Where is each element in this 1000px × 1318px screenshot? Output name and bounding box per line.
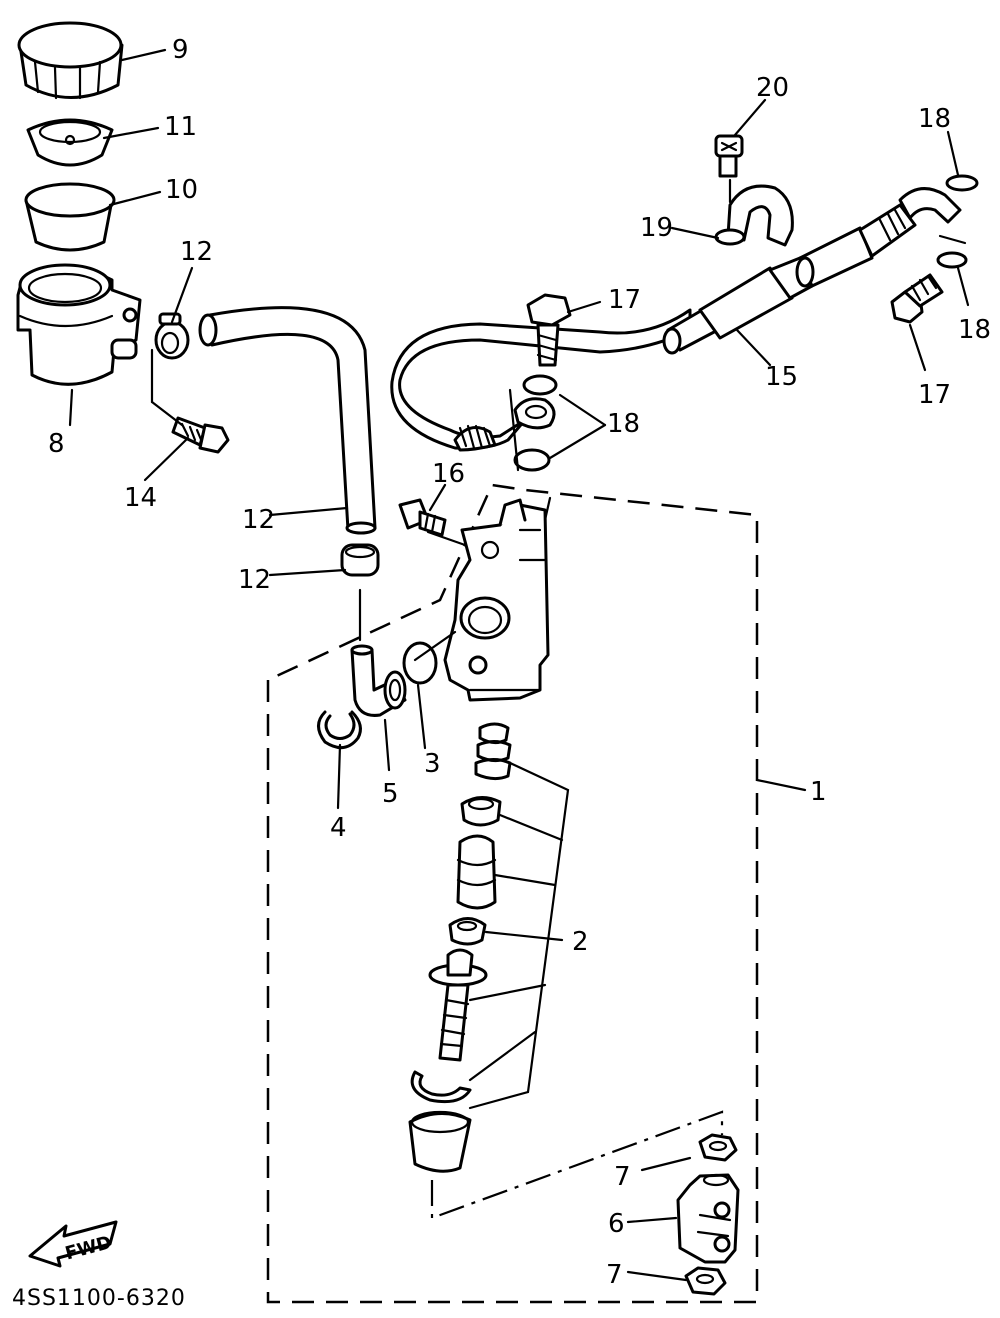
part-18-washer-a xyxy=(522,374,558,396)
callout-4: 4 xyxy=(330,813,347,843)
part-12-hose-clamp-lower xyxy=(340,543,380,577)
callout-3: 3 xyxy=(424,749,441,779)
part-17-union-bolt-left xyxy=(526,293,572,367)
diagram-code: 4SS1100-6320 xyxy=(12,1286,186,1311)
part-2-piston-kit xyxy=(408,722,512,1173)
part-17-union-bolt-right xyxy=(890,273,944,324)
part-19-hose-guide xyxy=(714,184,794,247)
part-20-screw xyxy=(714,134,744,178)
callout-7-lower: 7 xyxy=(606,1260,623,1290)
callout-5: 5 xyxy=(382,779,399,809)
part-12-hose-clamp-upper xyxy=(154,312,190,360)
part-18-washer-b xyxy=(513,448,551,472)
callout-18-right: 18 xyxy=(958,315,991,345)
forward-arrow: FWD xyxy=(28,1220,118,1268)
leader-lines xyxy=(68,48,970,1282)
callout-10: 10 xyxy=(165,175,198,205)
callout-7-upper: 7 xyxy=(614,1162,631,1192)
part-18-washer-d xyxy=(936,251,968,269)
assembly-1-boundary xyxy=(266,483,759,1304)
callout-18-top-right: 18 xyxy=(918,104,951,134)
part-10-diaphragm-holder xyxy=(24,182,116,252)
part-11-diaphragm xyxy=(26,118,114,167)
part-9-reservoir-cap xyxy=(17,21,124,100)
callout-17-right: 17 xyxy=(918,380,951,410)
callout-12-lower: 12 xyxy=(238,565,271,595)
part-18-washer-c xyxy=(945,174,979,192)
callout-labels: 9 11 10 12 8 14 12 12 16 17 15 18 18 18 … xyxy=(48,35,991,1290)
callout-19: 19 xyxy=(640,213,673,243)
callout-18-middle: 18 xyxy=(607,409,640,439)
part-13-reservoir-hose xyxy=(198,306,377,535)
callout-9: 9 xyxy=(172,35,189,65)
callout-14: 16 xyxy=(432,459,465,489)
callout-11: 11 xyxy=(164,112,197,142)
master-cylinder-body xyxy=(443,498,550,702)
callout-12-upper: 12 xyxy=(180,237,213,267)
callout-16: 15 xyxy=(765,362,798,392)
callout-13: 12 xyxy=(242,505,275,535)
part-4-circlip xyxy=(317,710,362,750)
callout-20: 20 xyxy=(756,73,789,103)
callout-8: 8 xyxy=(48,429,65,459)
callout-1: 1 xyxy=(810,777,827,807)
callout-6: 6 xyxy=(608,1209,625,1239)
callout-2: 2 xyxy=(572,927,589,957)
part-7-nut-upper xyxy=(698,1133,738,1162)
part-7-nut-lower xyxy=(684,1266,727,1296)
part-16-brake-hose xyxy=(390,187,962,452)
callout-15: 14 xyxy=(124,483,157,513)
part-3-o-ring xyxy=(402,641,438,685)
part-8-reservoir-tank xyxy=(16,263,142,386)
part-5-hose-joint xyxy=(350,644,407,717)
part-14-bolt xyxy=(398,498,447,537)
callout-17-left: 17 xyxy=(608,285,641,315)
part-6-clevis xyxy=(676,1173,740,1264)
